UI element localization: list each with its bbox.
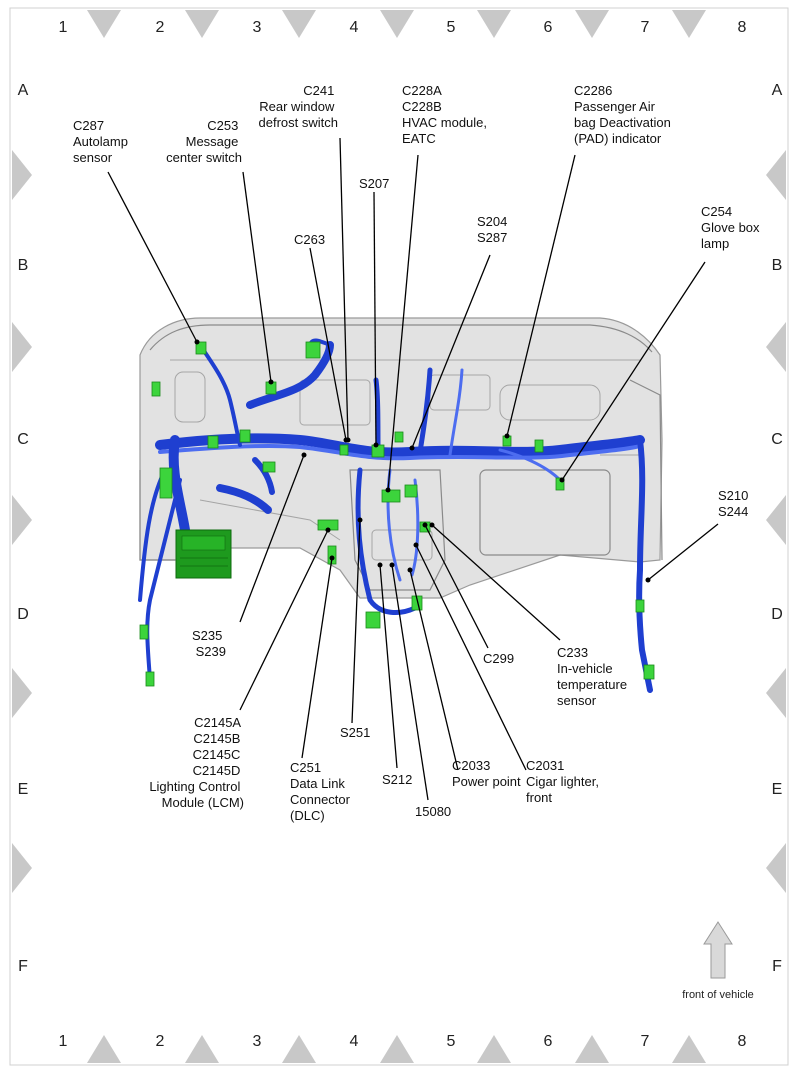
callout-s212: S212 [382,772,412,787]
connector [365,611,381,629]
callout-c228: C228A C228B HVAC module, EATC [402,83,491,146]
callout-c287: C287 Autolamp sensor [73,118,132,165]
column-label: 2 [156,1033,165,1050]
connector [404,484,418,498]
row-label: D [771,606,783,623]
column-label: 8 [738,19,747,36]
connector [394,431,404,443]
connector-c254 [555,477,565,491]
callout-c2033: C2033 Power point [452,758,521,789]
connector [635,599,645,613]
row-label: E [772,781,783,798]
connector [339,444,349,456]
row-label: D [17,606,29,623]
column-labels-top: 1 2 3 4 5 6 7 8 [59,19,747,36]
connector [534,439,544,453]
column-label: 1 [59,19,68,36]
connector [139,624,149,640]
connector [262,461,276,473]
callout-c233: C233 In-vehicle temperature sensor [557,645,631,708]
connector-c251 [327,545,337,565]
row-label: A [772,82,783,99]
connector [151,381,161,397]
row-label: B [772,257,783,274]
connector [371,444,385,458]
front-of-vehicle-label: front of vehicle [682,989,754,1001]
leader-lines [107,137,719,801]
column-label: 4 [350,19,359,36]
row-label: E [18,781,29,798]
row-label: B [18,257,29,274]
connector [381,489,401,503]
row-labels-right: A B C D E F [771,82,783,975]
callout-s251: S251 [340,725,370,740]
connector [411,595,423,611]
lighting-control-module [175,529,232,579]
column-label: 3 [253,1033,262,1050]
connectors [139,341,655,687]
connector [145,671,155,687]
callout-c253: C253 Message center switch [166,118,242,165]
column-label: 1 [59,1033,68,1050]
callout-s207: S207 [359,176,389,191]
row-label: F [772,958,782,975]
callout-c241: C241 Rear window defrost switch [259,83,338,130]
column-label: 7 [641,19,650,36]
left-border-markers [12,150,32,893]
callout-c2031: C2031 Cigar lighter, front [526,758,603,805]
row-label: C [17,431,29,448]
column-label: 5 [447,1033,456,1050]
callout-s204: S204 S287 [477,214,511,245]
callout-c254: C254 Glove box lamp [701,204,763,251]
connector [159,467,173,499]
right-border-markers [766,150,786,893]
column-label: 3 [253,19,262,36]
column-label: 7 [641,1033,650,1050]
connector [239,429,251,443]
callout-15080: 15080 [415,804,451,819]
callout-c2145: C2145A C2145B C2145C C2145D Lighting Con… [149,715,244,810]
row-labels-left: A B C D E F [17,82,29,975]
callout-s210: S210 S244 [718,488,752,519]
connector [207,435,219,449]
row-label: F [18,958,28,975]
column-label: 2 [156,19,165,36]
top-border-markers [87,10,706,38]
bottom-border-markers [87,1035,706,1063]
callout-c251: C251 Data Link Connector (DLC) [290,760,354,823]
leader-arrowheads [194,339,651,583]
column-labels-bottom: 1 2 3 4 5 6 7 8 [59,1033,747,1050]
row-label: A [18,82,29,99]
column-label: 5 [447,19,456,36]
column-label: 8 [738,1033,747,1050]
row-label: C [771,431,783,448]
column-label: 6 [544,1033,553,1050]
callout-s235: S235 S239 [192,628,226,659]
connector [305,341,321,359]
column-label: 6 [544,19,553,36]
arrow-up-icon [703,921,733,979]
connector [643,664,655,680]
callout-c263: C263 [294,232,325,247]
front-of-vehicle-indicator: front of vehicle [682,921,754,1001]
callout-c299: C299 [483,651,514,666]
column-label: 4 [350,1033,359,1050]
connector-c287 [195,341,207,355]
callout-c2286: C2286 Passenger Air bag Deactivation (PA… [574,83,674,146]
